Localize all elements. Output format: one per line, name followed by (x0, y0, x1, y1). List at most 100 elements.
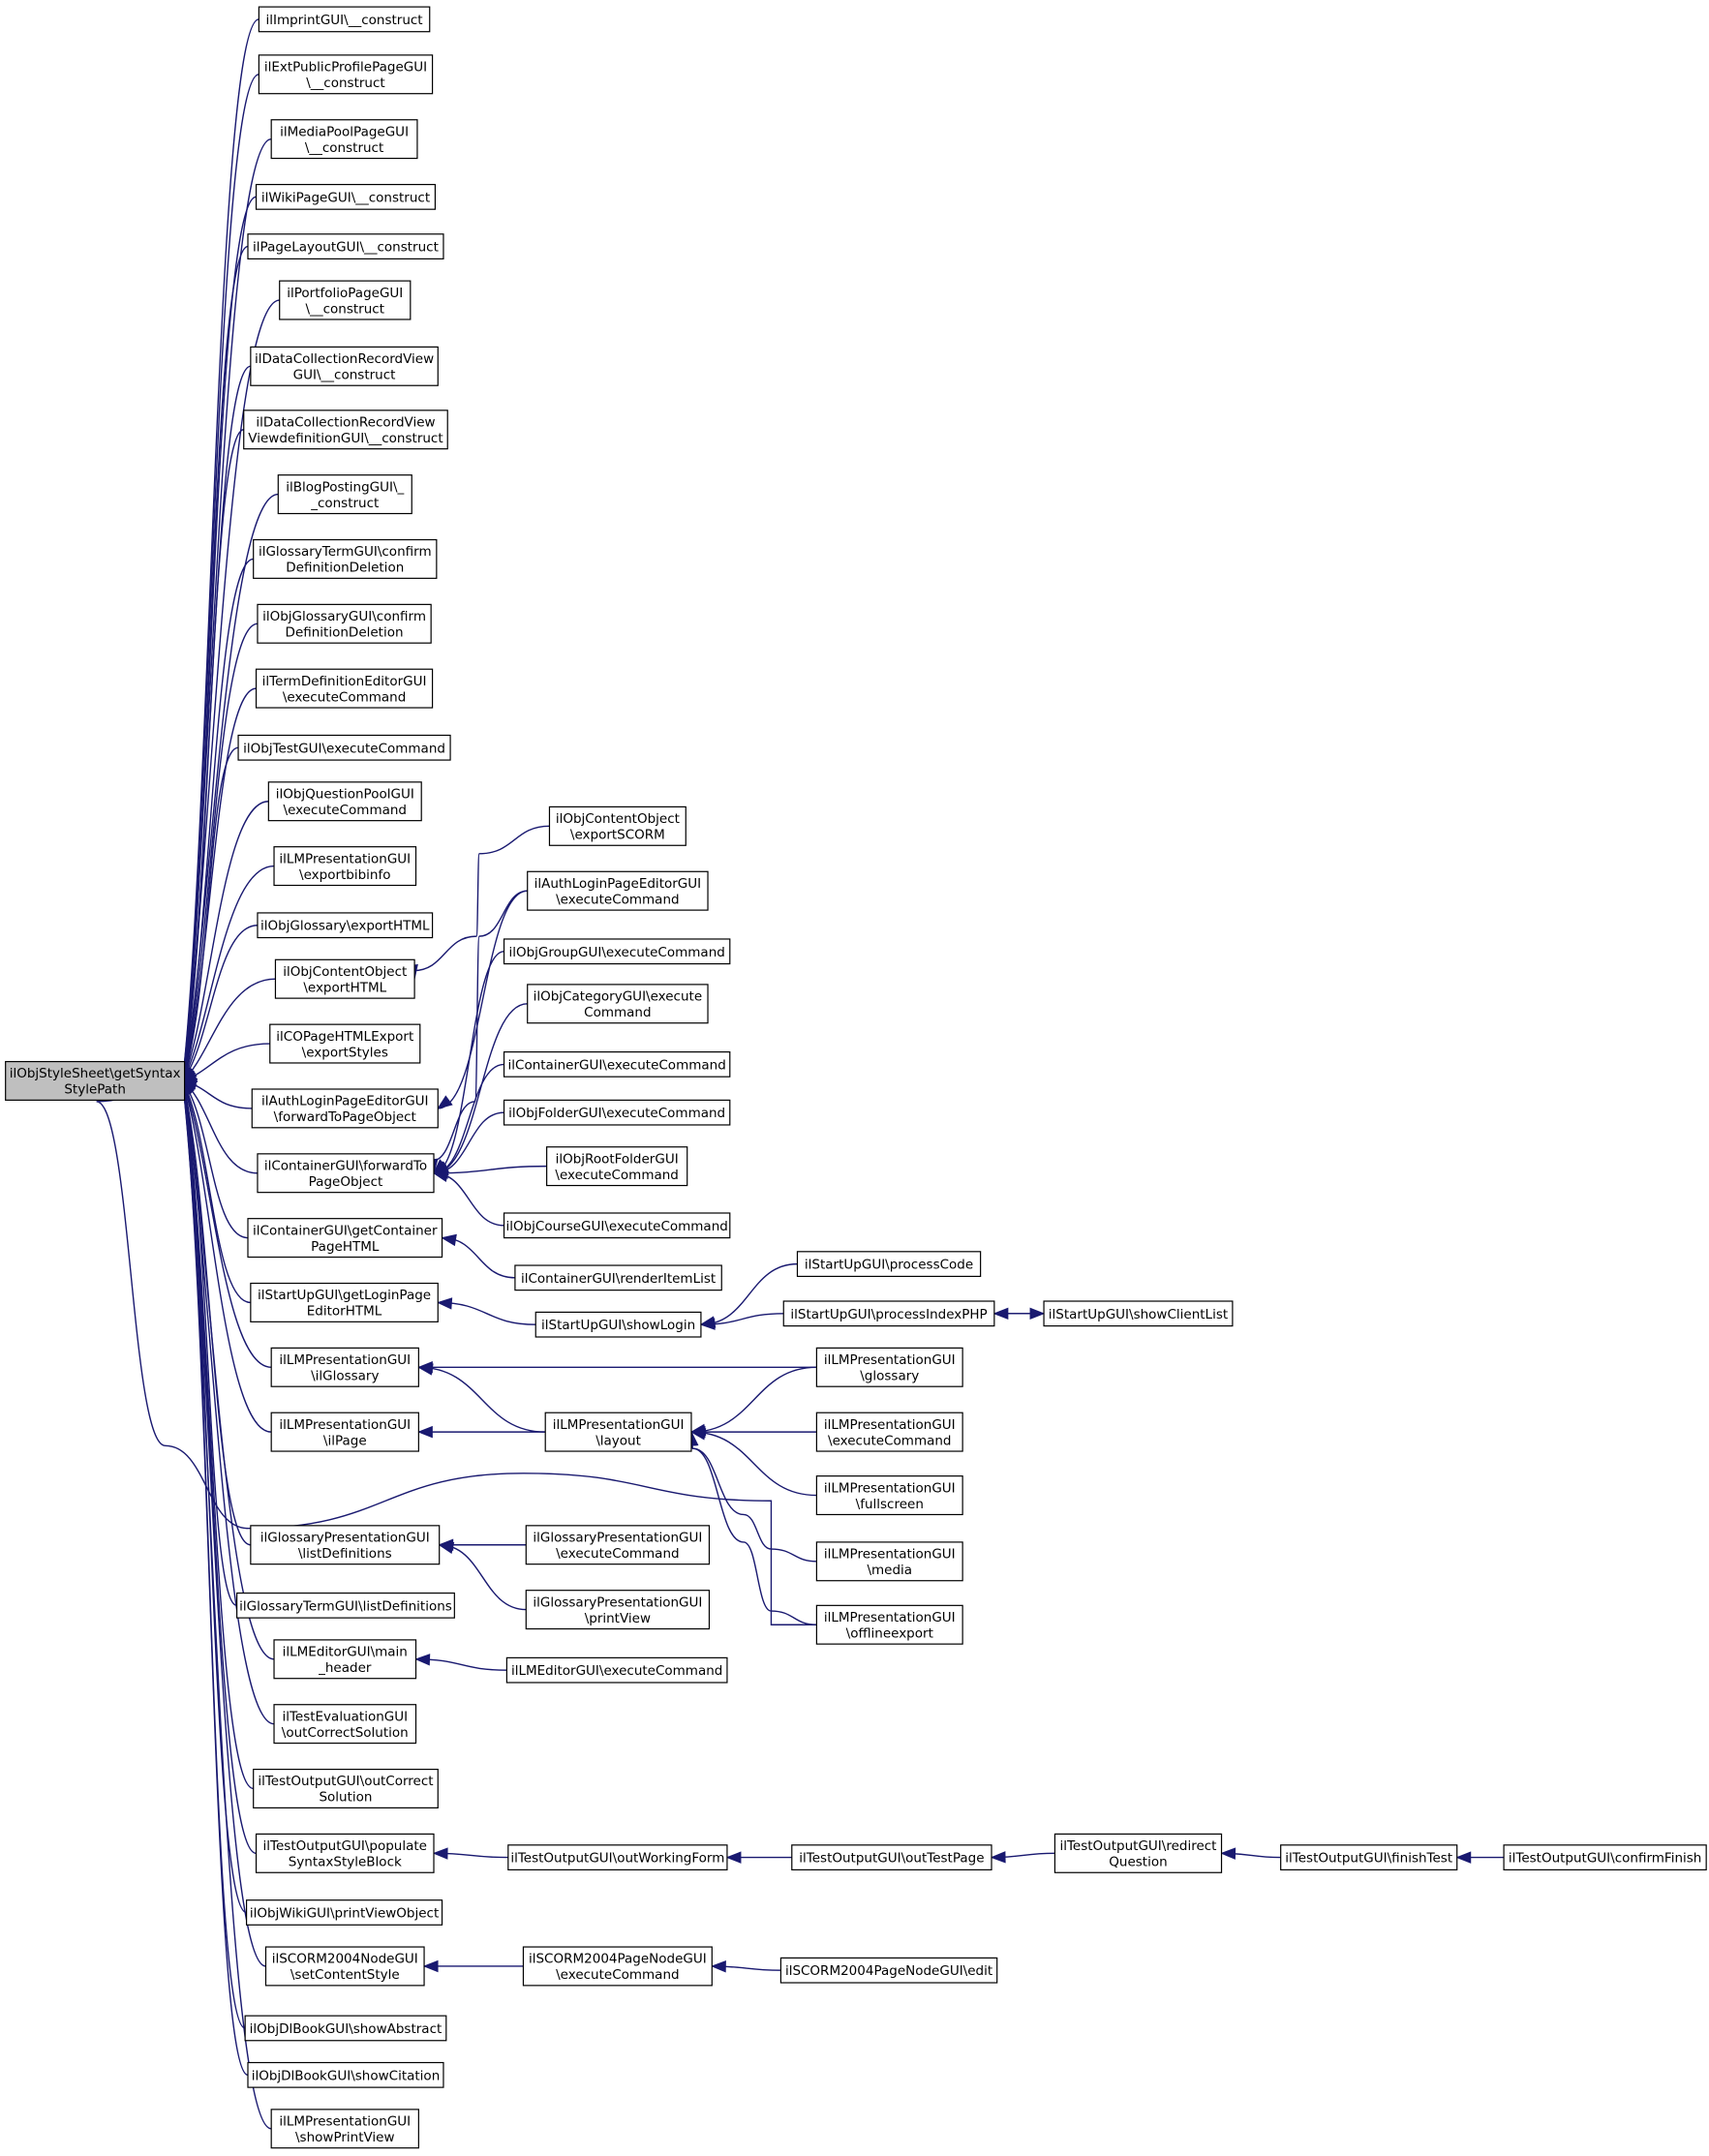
function-node[interactable]: ilObjDlBookGUI\showCitation (247, 2061, 444, 2088)
function-node[interactable]: ilTestEvaluationGUI\outCorrectSolution (273, 1704, 417, 1745)
function-node[interactable]: ilSCORM2004PageNodeGUI\executeCommand (522, 1946, 713, 1987)
function-node[interactable]: ilTermDefinitionEditorGUI\executeCommand (255, 668, 434, 709)
function-node[interactable]: ilStartUpGUI\processCode (796, 1251, 982, 1278)
function-node[interactable]: ilTestOutputGUI\outWorkingForm (507, 1844, 728, 1871)
node-label: DefinitionDeletion (286, 561, 404, 576)
function-node[interactable]: ilObjCategoryGUI\executeCommand (527, 984, 709, 1024)
node-box (815, 1604, 963, 1645)
function-node[interactable]: ilLMPresentationGUI\offlineexport (815, 1604, 963, 1645)
function-node[interactable]: ilLMPresentationGUI\exportbibinfo (273, 846, 417, 887)
node-label: ilTestOutputGUI\confirmFinish (1509, 1851, 1702, 1867)
node-box (244, 2015, 447, 2042)
function-node[interactable]: ilTestOutputGUI\outTestPage (791, 1844, 992, 1871)
function-node[interactable]: ilPortfolioPageGUI\__construct (279, 280, 412, 320)
node-box (258, 6, 431, 33)
function-node[interactable]: ilExtPublicProfilePageGUI\__construct (258, 54, 434, 95)
function-node[interactable]: ilLMPresentationGUI\media (815, 1541, 963, 1582)
function-node[interactable]: ilDataCollectionRecordViewViewdefinition… (243, 410, 448, 450)
function-node[interactable]: ilGlossaryPresentationGUI\executeCommand (525, 1525, 711, 1565)
function-node[interactable]: ilObjContentObject\exportSCORM (548, 805, 687, 846)
function-node[interactable]: ilLMPresentationGUI\layout (544, 1412, 692, 1452)
function-node[interactable]: ilTestOutputGUI\outCorrectSolution (253, 1768, 439, 1809)
node-label: ilLMPresentationGUI (824, 1480, 956, 1496)
node-box (791, 1844, 992, 1871)
function-node[interactable]: ilTestOutputGUI\confirmFinish (1503, 1844, 1707, 1871)
function-node[interactable]: ilLMPresentationGUI\fullscreen (815, 1475, 963, 1516)
node-label: ilLMPresentationGUI (824, 1610, 956, 1625)
node-box (514, 1264, 722, 1291)
function-node[interactable]: ilTestOutputGUI\finishTest (1280, 1844, 1458, 1871)
node-box (546, 1146, 688, 1187)
function-node[interactable]: ilObjGlossaryGUI\confirmDefinitionDeleti… (257, 603, 432, 644)
function-node[interactable]: ilLMPresentationGUI\glossary (815, 1347, 963, 1387)
function-node[interactable]: ilLMEditorGUI\executeCommand (505, 1656, 728, 1684)
call-edge (181, 558, 254, 1081)
function-node[interactable]: ilContainerGUI\executeCommand (503, 1050, 731, 1078)
node-box (1280, 1844, 1458, 1871)
function-node[interactable]: ilBlogPostingGUI\__construct (277, 474, 412, 515)
function-node[interactable]: ilCOPageHTMLExport\exportStyles (269, 1023, 421, 1064)
function-node[interactable]: ilObjFolderGUI\executeCommand (503, 1099, 731, 1126)
function-node[interactable]: ilContainerGUI\forwardToPageObject (257, 1153, 435, 1194)
node-box (1043, 1300, 1234, 1327)
call-edge (181, 1080, 257, 1855)
function-node[interactable]: ilObjGroupGUI\executeCommand (503, 938, 731, 965)
edge-arrowhead (422, 1959, 439, 1973)
function-node[interactable]: ilContainerGUI\renderItemList (514, 1264, 722, 1291)
node-label: ilObjGlossary\exportHTML (260, 919, 430, 934)
function-node[interactable]: ilMediaPoolPageGUI\__construct (270, 119, 418, 160)
node-label: ilPageLayoutGUI\__construct (253, 240, 439, 256)
function-node[interactable]: ilSCORM2004NodeGUI\setContentStyle (264, 1946, 425, 1987)
function-node[interactable]: ilObjContentObject\exportHTML (274, 958, 415, 999)
call-edge (690, 1431, 817, 1625)
function-node[interactable]: ilWikiPageGUI\__construct (255, 183, 437, 210)
node-label: ilObjQuestionPoolGUI (276, 786, 414, 802)
edge-arrowhead (725, 1851, 742, 1864)
function-node[interactable]: ilGlossaryPresentationGUI\printView (525, 1590, 711, 1630)
node-label: EditorHTML (307, 1304, 382, 1320)
function-node[interactable]: ilGlossaryPresentationGUI\listDefinition… (250, 1525, 441, 1565)
node-box (815, 1412, 963, 1452)
function-node[interactable]: ilObjTestGUI\executeCommand (237, 734, 451, 761)
function-node[interactable]: ilObjWikiGUI\printViewObject (245, 1899, 443, 1926)
node-label: ilSCORM2004PageNodeGUI\edit (785, 1963, 992, 1979)
function-node[interactable]: ilAuthLoginPageEditorGUI\executeCommand (527, 870, 709, 911)
function-node[interactable]: ilObjQuestionPoolGUI\executeCommand (267, 781, 422, 822)
function-node[interactable]: ilLMPresentationGUI\ilGlossary (270, 1347, 419, 1387)
function-node[interactable]: ilAuthLoginPageEditorGUI\forwardToPageOb… (251, 1088, 439, 1129)
edge-arrowhead (432, 1169, 449, 1182)
function-node[interactable]: ilGlossaryTermGUI\confirmDefinitionDelet… (253, 538, 438, 579)
edge-arrowhead (1220, 1847, 1236, 1860)
function-node[interactable]: ilPageLayoutGUI\__construct (247, 233, 444, 259)
node-label: \executeCommand (556, 1546, 679, 1562)
function-node[interactable]: ilObjDlBookGUI\showAbstract (244, 2015, 447, 2042)
function-node[interactable]: ilLMPresentationGUI\executeCommand (815, 1412, 963, 1452)
function-node[interactable]: ilObjGlossary\exportHTML (257, 912, 434, 939)
node-label: \__construct (305, 140, 383, 156)
node-label: \layout (595, 1433, 641, 1448)
call-edge (181, 1080, 266, 1967)
function-node[interactable]: ilLMEditorGUI\main_header (273, 1639, 417, 1680)
edge-arrowhead (710, 1959, 726, 1973)
function-node[interactable]: ilDataCollectionRecordViewGUI\__construc… (250, 346, 439, 386)
node-box (525, 1590, 711, 1630)
function-node[interactable]: ilSCORM2004PageNodeGUI\edit (779, 1957, 998, 1984)
node-box (782, 1300, 995, 1327)
function-node[interactable]: ilLMPresentationGUI\showPrintView (270, 2109, 419, 2149)
function-node[interactable]: ilStartUpGUI\processIndexPHP (782, 1300, 995, 1327)
call-edge (434, 1003, 528, 1174)
function-node[interactable]: ilGlossaryTermGUI\listDefinitions (236, 1592, 455, 1619)
function-node[interactable]: ilObjCourseGUI\executeCommand (503, 1212, 731, 1239)
call-edge (181, 865, 275, 1081)
function-node[interactable]: ilStartUpGUI\showLogin (534, 1311, 702, 1338)
function-node[interactable]: ilLMPresentationGUI\ilPage (270, 1412, 419, 1452)
function-node[interactable]: ilStartUpGUI\showClientList (1043, 1300, 1234, 1327)
function-node[interactable]: ilObjRootFolderGUI\executeCommand (546, 1146, 688, 1187)
function-node[interactable]: ilImprintGUI\__construct (258, 6, 431, 33)
edge-arrowhead (436, 1297, 453, 1310)
